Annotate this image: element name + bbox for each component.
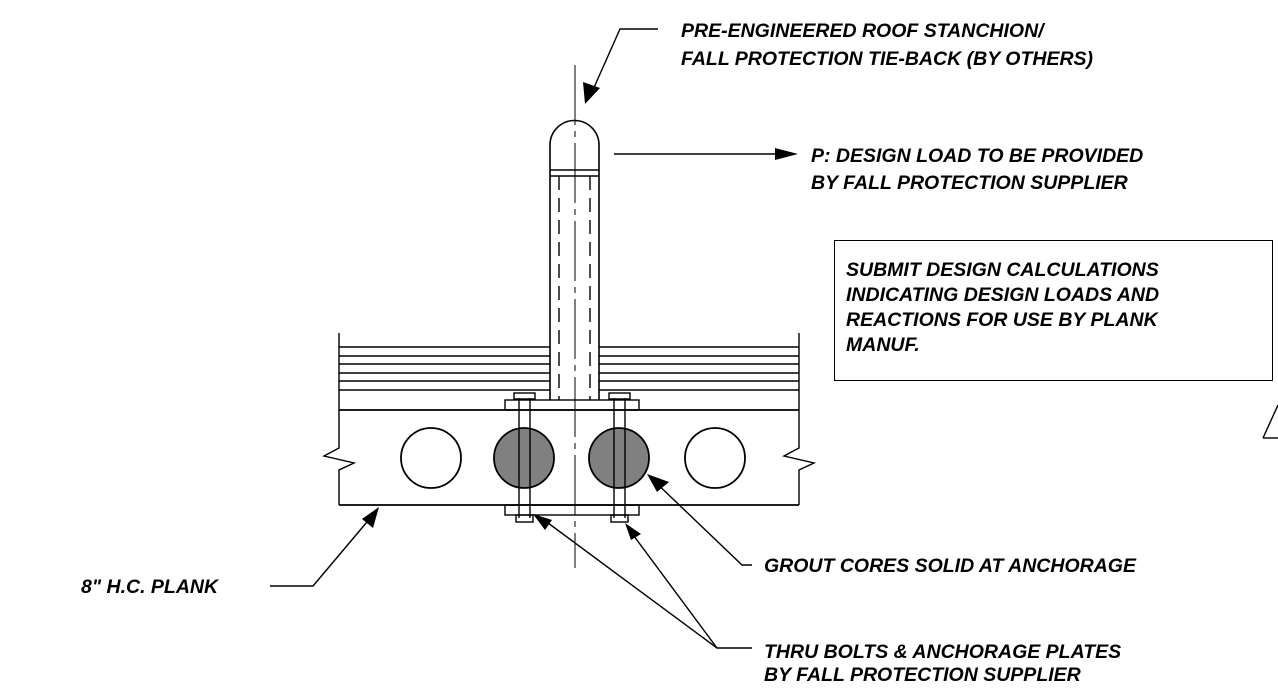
design-calculation-note-box: [834, 240, 1273, 381]
design-load-label-line-1: P: DESIGN LOAD TO BE PROVIDED: [811, 145, 1144, 167]
leader-lines: [270, 28, 1278, 649]
bolts-label-line-1: THRU BOLTS & ANCHORAGE PLATES: [764, 641, 1122, 663]
plank-label: 8" H.C. PLANK: [81, 576, 219, 598]
open-core-right: [684, 427, 746, 489]
bottom-anchor-plate: [504, 504, 640, 516]
grouted-core-left: [493, 427, 555, 489]
note-line-4: MANUF.: [846, 334, 920, 356]
bolts-label-line-2: BY FALL PROTECTION SUPPLIER: [764, 664, 1081, 686]
roofing-layers: [338, 333, 800, 410]
stanchion-label-line-1: PRE-ENGINEERED ROOF STANCHION/: [681, 20, 1044, 42]
open-core-left: [400, 427, 462, 489]
grout-cores-label: GROUT CORES SOLID AT ANCHORAGE: [764, 555, 1136, 577]
arrowheads: [362, 82, 798, 540]
thru-bolts: [513, 392, 631, 523]
hollow-core-plank: [322, 409, 817, 506]
design-calculation-note: SUBMIT DESIGN CALCULATIONS INDICATING DE…: [846, 258, 1159, 358]
grouted-core-right: [588, 427, 650, 489]
stanchion-label-line-2: FALL PROTECTION TIE-BACK (BY OTHERS): [681, 48, 1094, 70]
design-load-label-line-2: BY FALL PROTECTION SUPPLIER: [811, 172, 1128, 194]
note-line-3: REACTIONS FOR USE BY PLANK: [846, 309, 1158, 331]
top-anchor-plate: [504, 399, 640, 411]
note-line-2: INDICATING DESIGN LOADS AND: [846, 284, 1160, 306]
note-line-1: SUBMIT DESIGN CALCULATIONS: [846, 259, 1159, 281]
